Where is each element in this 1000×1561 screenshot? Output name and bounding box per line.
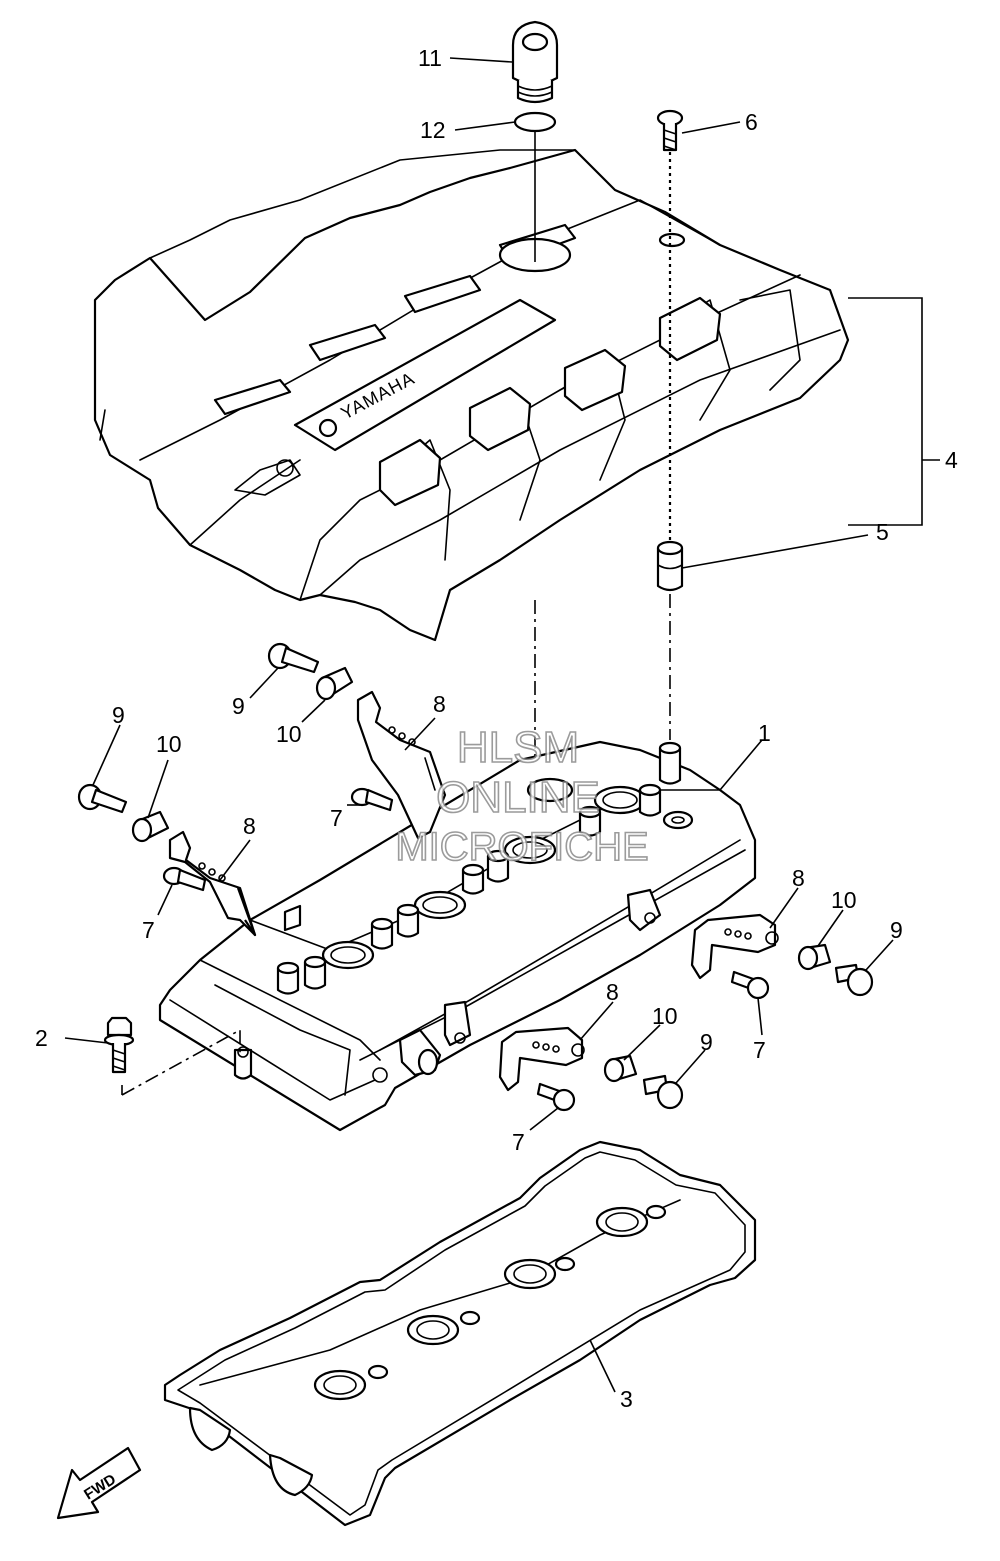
- callout-8-b: 8: [243, 813, 256, 839]
- bolt-7-lower: [536, 1082, 576, 1112]
- bracket-upper-left: [356, 690, 447, 840]
- bolt-7-left: [162, 866, 207, 892]
- yamaha-emblem-icon: [318, 418, 338, 438]
- callout-1: 1: [758, 720, 771, 746]
- collar-10-upper-left: [315, 666, 354, 701]
- collar-10-left: [131, 810, 170, 843]
- callout-6: 6: [745, 109, 758, 135]
- callout-3: 3: [620, 1386, 633, 1412]
- callout-4: 4: [945, 447, 958, 473]
- callout-2: 2: [35, 1025, 48, 1051]
- callout-8-c: 8: [792, 865, 805, 891]
- engine-cover: YAMAHA: [93, 148, 850, 642]
- forward-direction-arrow: FWD: [56, 1446, 142, 1520]
- callout-7-d: 7: [512, 1129, 525, 1155]
- callout-9-c: 9: [890, 917, 903, 943]
- callout-7-c: 7: [753, 1037, 766, 1063]
- callout-10-d: 10: [652, 1003, 678, 1029]
- watermark-line-1: HLSM: [457, 723, 579, 772]
- bracket-lower: [498, 1026, 585, 1092]
- logo-plate: [293, 298, 557, 452]
- collar-10-right: [797, 943, 832, 971]
- bolt-7-upper-left: [350, 787, 394, 812]
- bracket-left: [168, 830, 257, 937]
- callout-8-d: 8: [606, 979, 619, 1005]
- watermark-line-3: MICROFICHE: [395, 825, 648, 869]
- bolt-9-right: [834, 963, 874, 997]
- callout-12: 12: [420, 117, 446, 143]
- callout-10-a: 10: [276, 721, 302, 747]
- callout-5: 5: [876, 519, 889, 545]
- callout-9-d: 9: [700, 1029, 713, 1055]
- head-cover-gasket: [163, 1140, 757, 1527]
- bolt-7-right: [730, 970, 770, 1000]
- cylinder-head-cover: [158, 740, 757, 1132]
- bracket-right: [690, 913, 779, 980]
- collar-10-lower: [603, 1054, 638, 1083]
- bolt-9-upper-left: [267, 642, 320, 674]
- callout-11: 11: [418, 45, 442, 71]
- watermark-line-2: ONLINE: [436, 773, 600, 822]
- callout-7-a: 7: [330, 805, 343, 831]
- grommet: [656, 540, 684, 592]
- bolt-9-lower: [642, 1074, 684, 1110]
- callout-10-b: 10: [156, 731, 182, 757]
- oil-filler-cap: [511, 20, 559, 104]
- callout-9-a: 9: [232, 693, 245, 719]
- watermark: HLSM ONLINE MICROFICHE: [395, 722, 650, 870]
- callout-8-a: 8: [433, 691, 446, 717]
- cover-bolt: [656, 109, 684, 540]
- callout-10-c: 10: [831, 887, 857, 913]
- flange-bolt: [103, 1016, 135, 1074]
- o-ring: [513, 111, 557, 133]
- callout-7-b: 7: [142, 917, 155, 943]
- callout-9-b: 9: [112, 702, 125, 728]
- bolt-9-left: [77, 783, 128, 814]
- callout-labels: 11 12 6 4 5 1 2 3 9 10 8 7 9 10 8 7 8 10…: [35, 45, 958, 1412]
- leader-lines: [64, 57, 940, 1393]
